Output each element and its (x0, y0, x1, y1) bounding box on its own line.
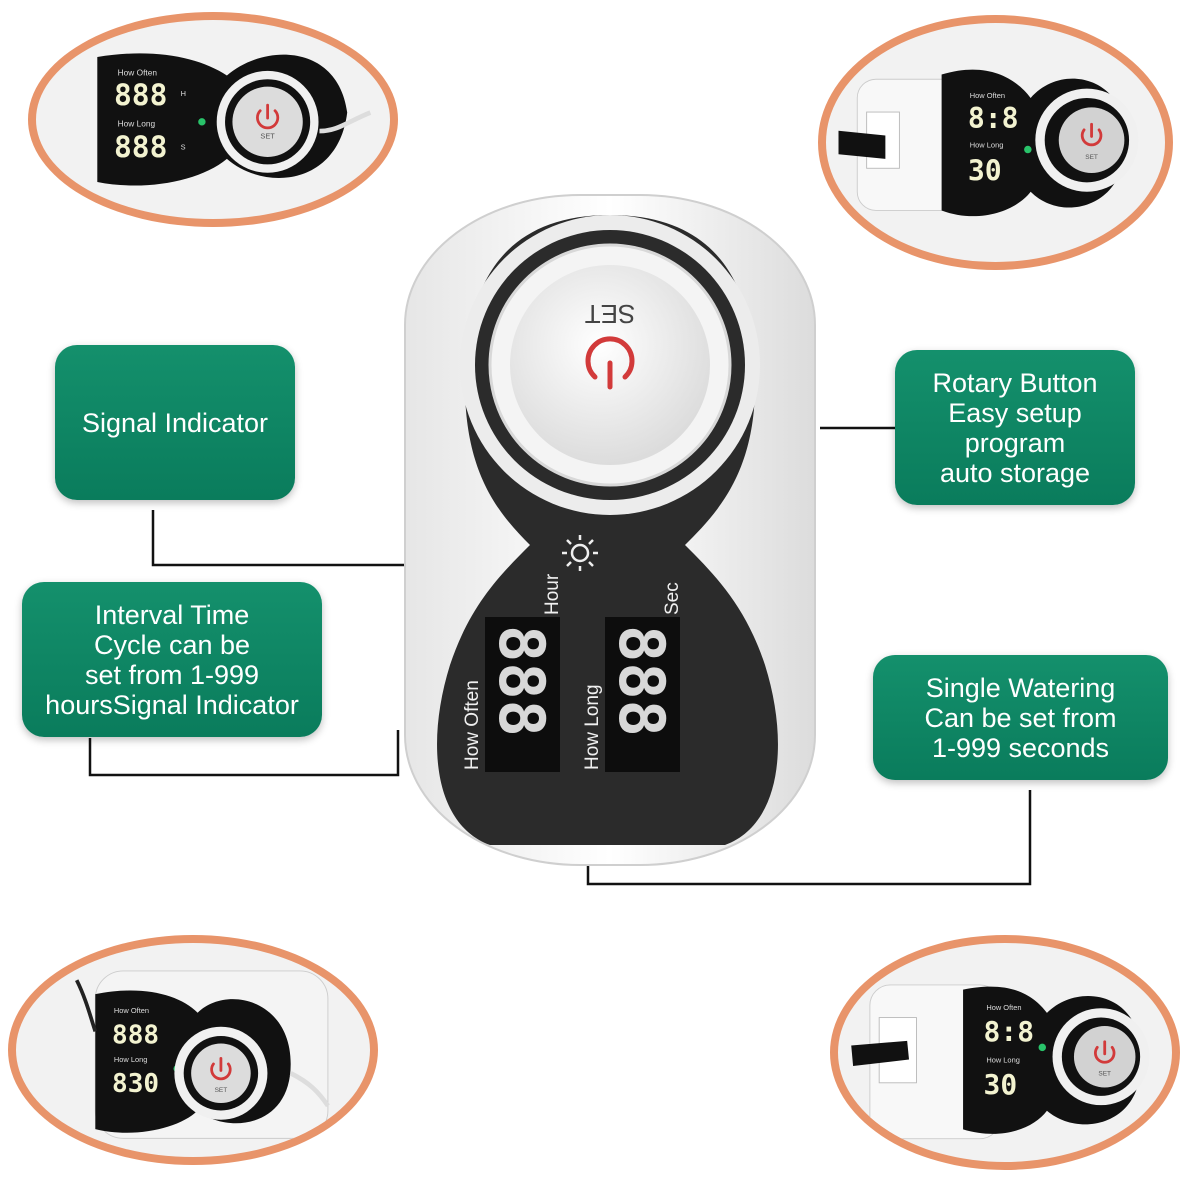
signal-indicator-callout: Signal Indicator (55, 345, 295, 500)
single-watering-callout: Single Watering Can be set from 1-999 se… (873, 655, 1168, 780)
oval-tr-often-digits: 8:8 (968, 102, 1019, 135)
how-often-digits: 888 (485, 625, 558, 737)
oval-tr-how-long: How Long (970, 141, 1004, 150)
connector-single (586, 790, 1032, 886)
timer-device: SET Hour Sec How Often How Long 888 888 (404, 194, 816, 866)
oval-tr-long-digits: 30 (968, 154, 1002, 187)
power-icon (256, 103, 280, 130)
signal-led-icon (198, 118, 206, 126)
how-long-digits: 888 (605, 625, 678, 737)
oval-br-how-long: How Long (986, 1055, 1020, 1064)
signal-led-icon (1024, 145, 1032, 154)
how-long-display (605, 617, 680, 772)
sec-unit-label: Sec (662, 582, 683, 615)
interval-time-callout: Interval Time Cycle can be set from 1-99… (22, 582, 322, 737)
oval-bl-often-digits: 888 (112, 1020, 159, 1050)
power-icon (585, 336, 635, 390)
oval-br-set-button[interactable] (1073, 1025, 1136, 1088)
how-often-display (485, 617, 560, 772)
oval-bl-set-label: SET (215, 1087, 228, 1094)
oval-br-long-digits: 30 (984, 1068, 1018, 1101)
oval-bottom-right: How Often 8:8 How Long 30 SET (830, 935, 1180, 1170)
connector-interval (88, 730, 400, 777)
oval-tl-often-digits: 888 (114, 78, 167, 112)
oval-tl-set-label: SET (260, 131, 275, 140)
oval-tl-h-unit: H (181, 89, 186, 98)
signal-indicator-text: Signal Indicator (81, 407, 269, 438)
oval-tr-how-often: How Often (970, 91, 1005, 100)
oval-br-how-often: How Often (986, 1003, 1021, 1012)
power-icon (1080, 122, 1103, 147)
brightness-icon (562, 535, 598, 571)
oval-bl-set-button[interactable] (191, 1043, 251, 1104)
oval-tr-set-button[interactable] (1058, 107, 1125, 173)
oval-tr-set-label: SET (1085, 154, 1098, 161)
oval-br-set-label: SET (1098, 1070, 1111, 1077)
oval-bl-long-digits: 830 (112, 1069, 159, 1099)
interval-time-text: Interval Time Cycle can be set from 1-99… (45, 599, 299, 720)
connector-signal (151, 510, 408, 567)
oval-top-right: How Often 8:8 How Long 30 SET (818, 15, 1173, 270)
oval-tl-how-long: How Long (118, 118, 156, 128)
oval-bl-how-often: How Often (114, 1006, 149, 1015)
power-icon (1094, 1040, 1116, 1064)
oval-bl-how-long: How Long (114, 1055, 148, 1064)
how-often-label: How Often (462, 680, 483, 770)
signal-led-icon (1038, 1043, 1047, 1052)
rotary-button-text: Rotary Button Easy setup program auto st… (932, 367, 1098, 488)
oval-bottom-left: How Often 888 How Long 830 SET (8, 935, 378, 1165)
hour-unit-label: Hour (542, 573, 563, 615)
oval-tl-set-button[interactable] (232, 86, 303, 157)
rotary-button-callout: Rotary Button Easy setup program auto st… (895, 350, 1135, 505)
oval-br-often-digits: 8:8 (984, 1015, 1034, 1048)
single-watering-text: Single Watering Can be set from 1-999 se… (924, 672, 1117, 763)
set-label: SET (585, 299, 636, 329)
oval-tl-long-digits: 888 (114, 130, 167, 164)
power-icon (210, 1056, 232, 1081)
oval-top-left: How Often 888 H How Long 888 S SET (28, 12, 398, 227)
oval-tl-s-unit: S (181, 143, 186, 152)
oval-tl-how-often: How Often (118, 68, 158, 78)
how-long-label: How Long (582, 684, 603, 770)
